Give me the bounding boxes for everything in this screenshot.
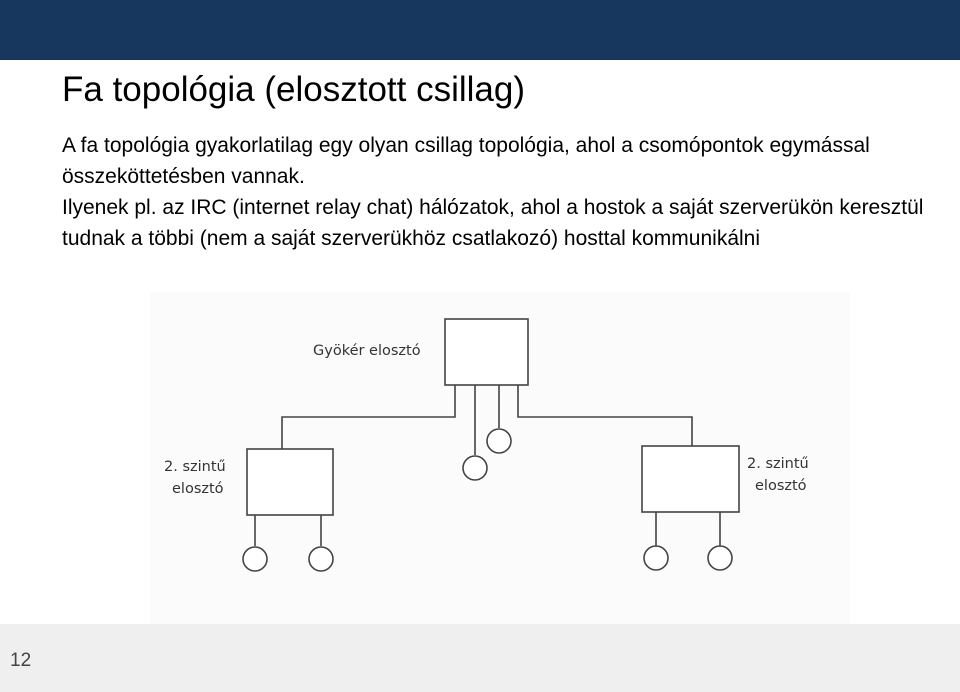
tree-topology-diagram: Gyökér elosztó 2. szintű elosztó 2. szin… — [150, 292, 850, 624]
root-host-1 — [462, 455, 488, 481]
link-root-left — [281, 385, 456, 449]
left-label-line2: elosztó — [172, 481, 224, 497]
link-root-right — [517, 385, 693, 449]
header-bar — [0, 0, 960, 60]
paragraph-1: A fa topológia gyakorlatilag egy olyan c… — [62, 134, 870, 188]
right-level2-node — [641, 445, 740, 513]
left-label-line1: 2. szintű — [164, 459, 226, 475]
left-host-2 — [308, 546, 334, 572]
root-host-2 — [486, 428, 512, 454]
left-host-1 — [242, 546, 268, 572]
slide-title: Fa topológia (elosztott csillag) — [62, 70, 525, 109]
right-label-line2: elosztó — [755, 478, 807, 494]
right-label-line1: 2. szintű — [747, 456, 809, 472]
footer-bar — [0, 624, 960, 692]
page-number: 12 — [10, 650, 32, 671]
right-host-1 — [643, 545, 669, 571]
paragraph-2: Ilyenek pl. az IRC (internet relay chat)… — [62, 196, 924, 250]
root-label: Gyökér elosztó — [313, 343, 421, 359]
diagram-svg: Gyökér elosztó 2. szintű elosztó 2. szin… — [164, 318, 809, 572]
slide-body: A fa topológia gyakorlatilag egy olyan c… — [62, 130, 952, 286]
right-host-2 — [707, 545, 733, 571]
left-level2-node — [246, 448, 334, 516]
root-node — [444, 318, 529, 386]
